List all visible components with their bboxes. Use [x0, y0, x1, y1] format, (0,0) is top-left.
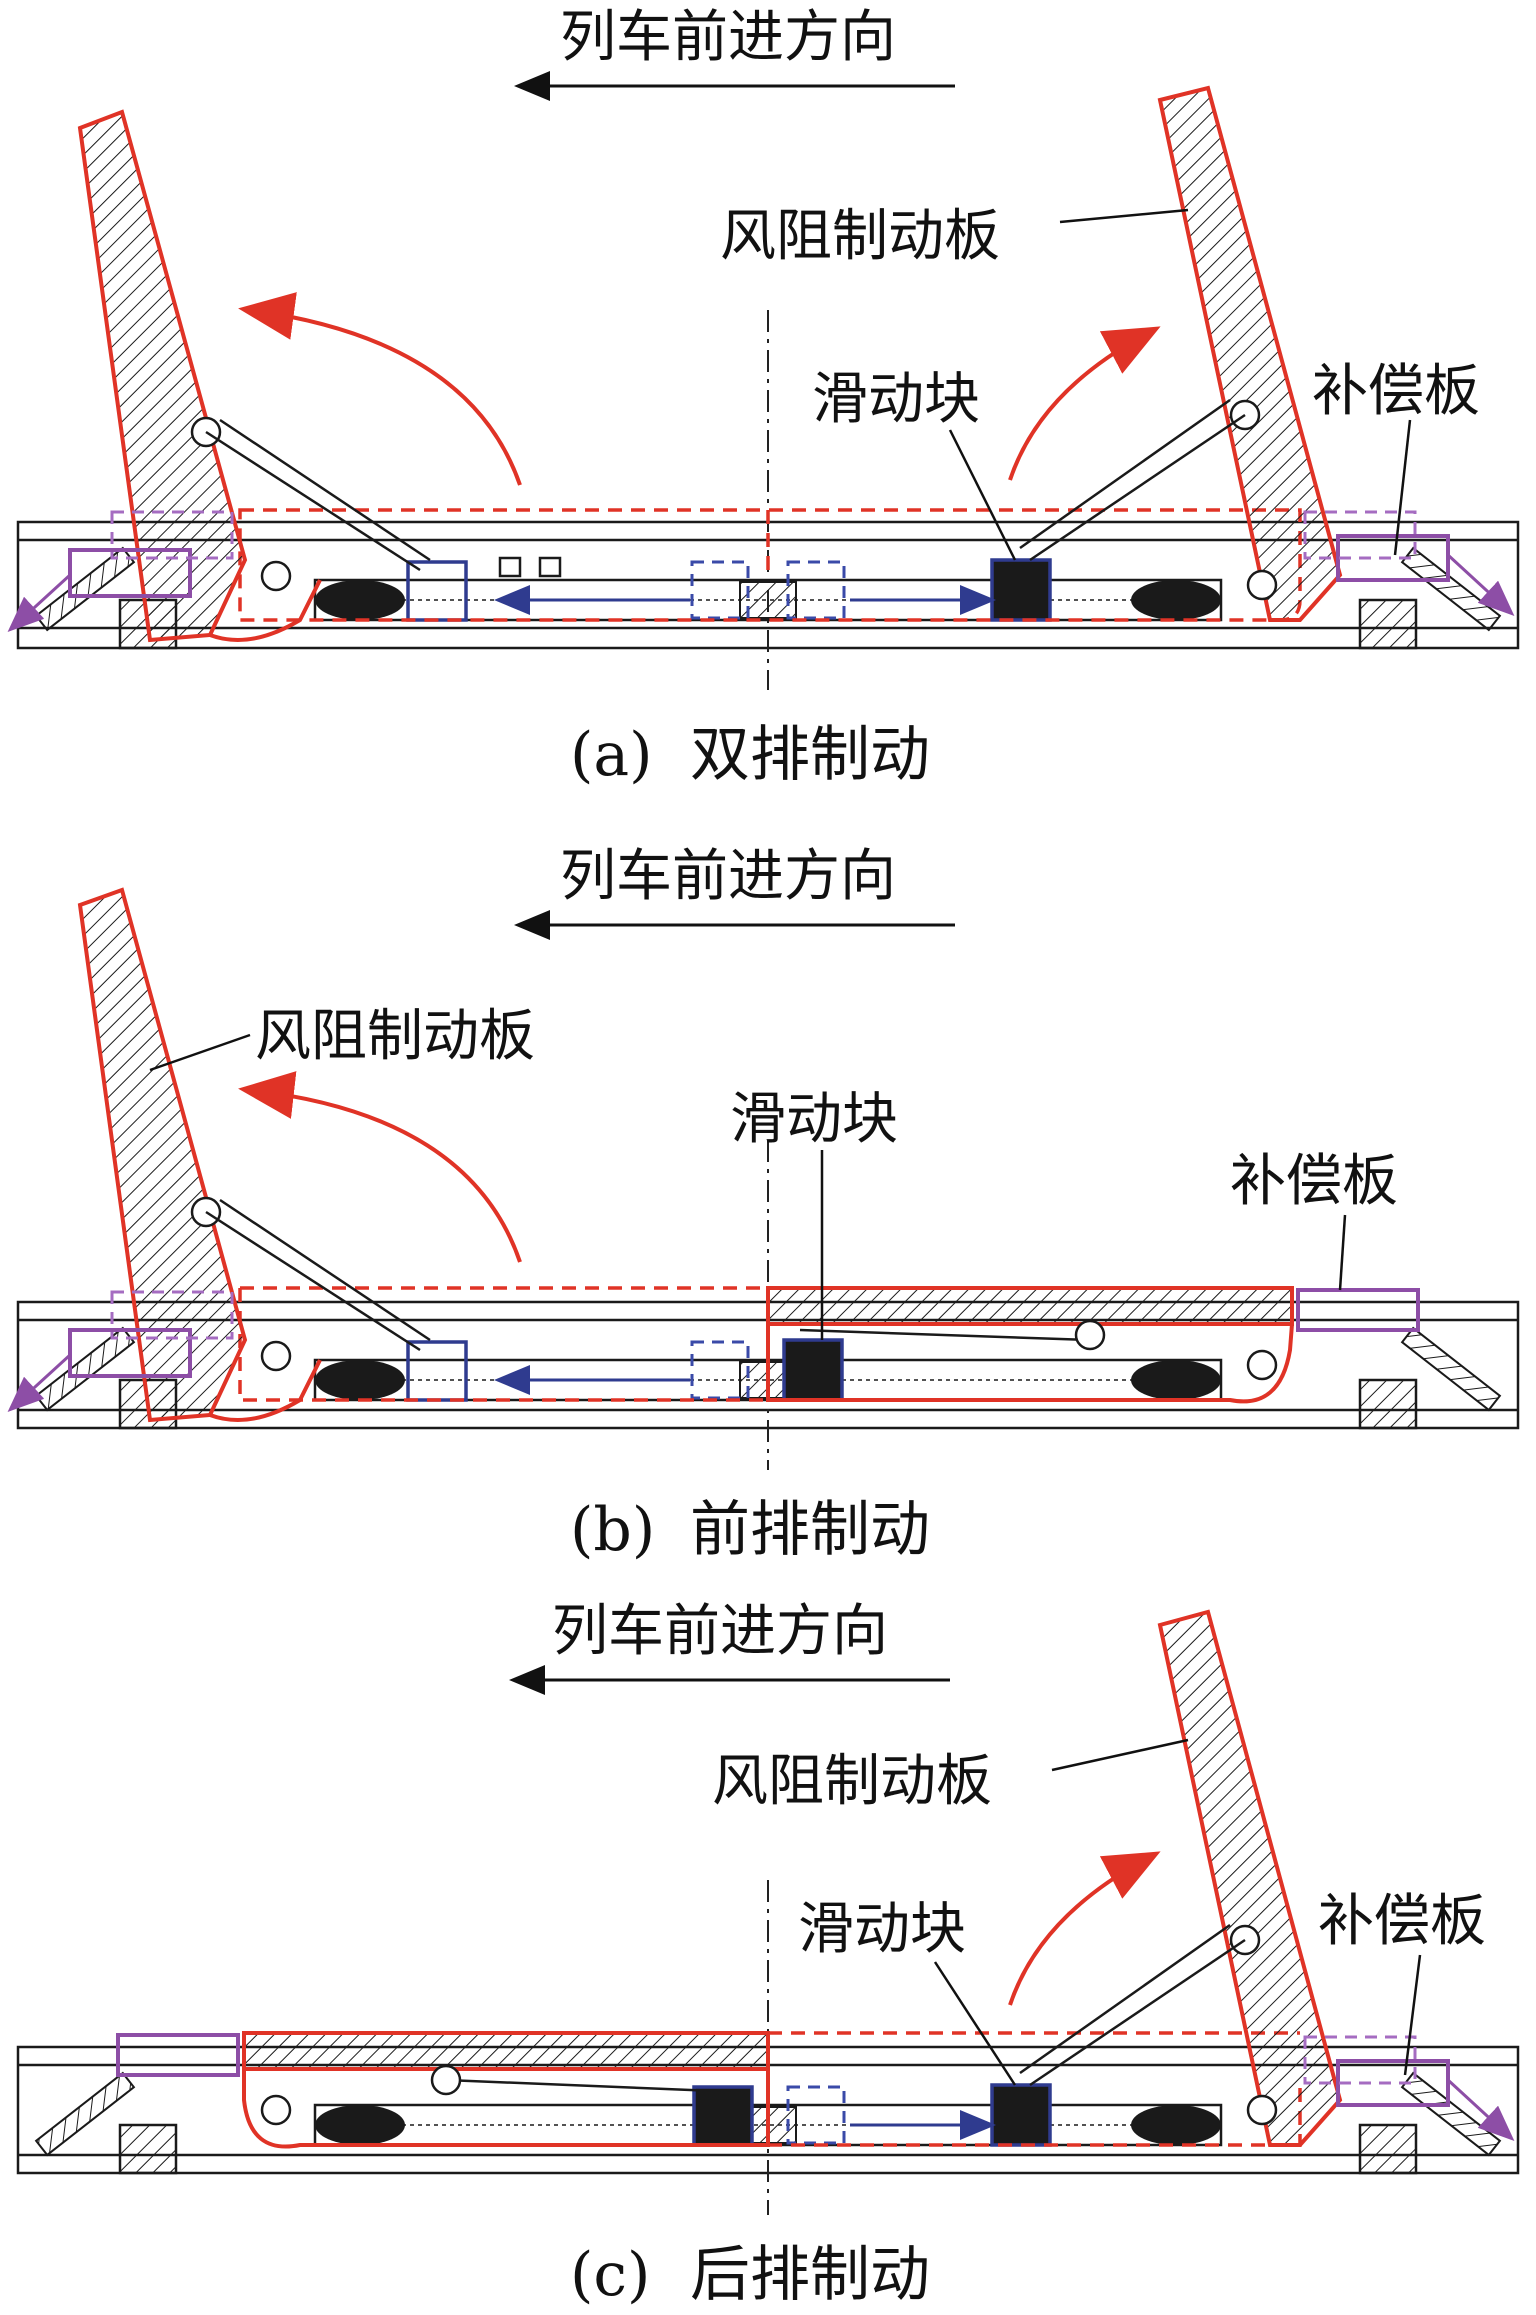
label-slider: 滑动块 — [812, 367, 980, 432]
wind-brake-panel-right — [1157, 85, 1343, 622]
label-panel: 风阻制动板 — [712, 1749, 992, 1814]
wind-brake-panel-left — [77, 109, 248, 643]
label-comp: 补偿板 — [1312, 359, 1480, 424]
compensation-plate-left — [68, 548, 192, 598]
label-slider: 滑动块 — [730, 1087, 898, 1152]
direction-label: 列车前进方向 — [560, 844, 896, 909]
direction-label: 列车前进方向 — [560, 5, 896, 70]
label-comp: 补偿板 — [1230, 1149, 1398, 1214]
panel-a: 列车前进方向 — [7, 5, 1520, 790]
compensation-plate-right — [1336, 534, 1450, 582]
label-comp: 补偿板 — [1318, 1889, 1486, 1954]
caption-text: 双排制动 — [690, 720, 930, 790]
panel-c: 列车前进方向 — [16, 1599, 1520, 2310]
slider-block — [406, 560, 468, 622]
panel-b: 列车前进方向 — [7, 844, 1520, 1565]
caption-text: 前排制动 — [690, 1495, 930, 1565]
label-panel: 风阻制动板 — [720, 204, 1000, 269]
caption-text: 后排制动 — [690, 2240, 930, 2310]
caption-letter: (a) — [570, 720, 653, 790]
direction-label: 列车前进方向 — [552, 1599, 888, 1664]
caption-letter: (b) — [570, 1495, 655, 1565]
caption-letter: (c) — [570, 2240, 650, 2310]
label-slider: 滑动块 — [798, 1897, 966, 1962]
label-panel: 风阻制动板 — [255, 1004, 535, 1069]
